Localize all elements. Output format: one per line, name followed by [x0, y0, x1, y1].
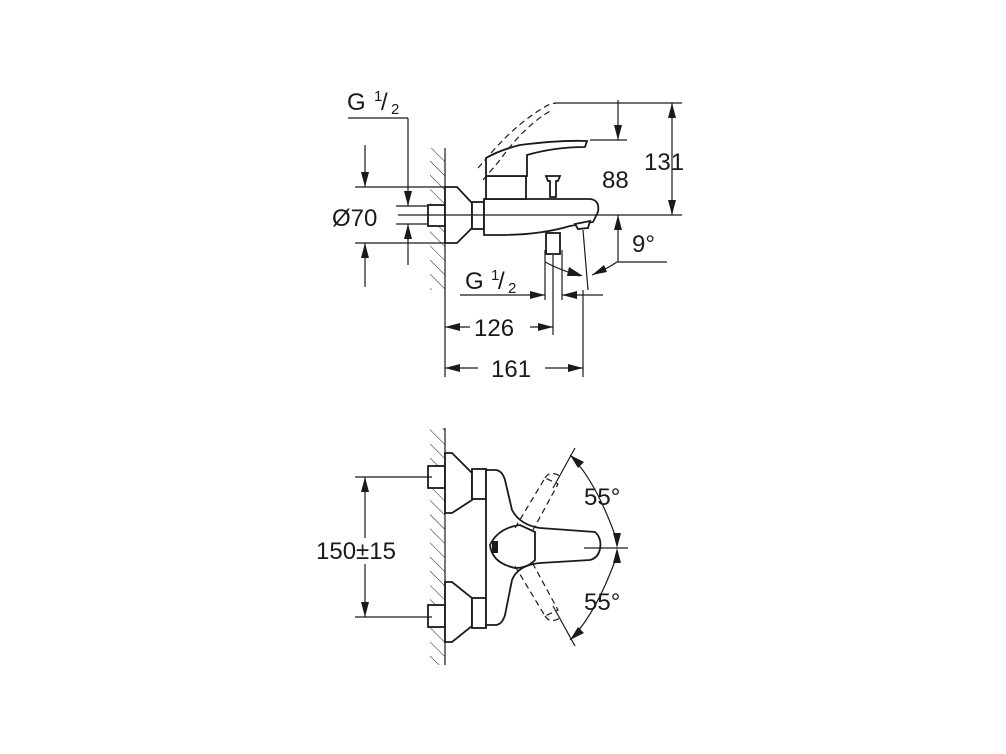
arrow-icon: [570, 627, 584, 640]
lever-hub: [489, 524, 536, 569]
arrow-icon: [613, 548, 621, 563]
arrow-icon: [567, 267, 583, 276]
thread-numerator: 1: [491, 267, 499, 284]
side-view: Ø70 G 1 / 2 88 131 9°: [332, 88, 684, 383]
arrow-icon: [404, 191, 412, 206]
spout-angle-label: 9°: [632, 231, 655, 258]
angle-ext-line: [552, 447, 576, 489]
arrow-icon: [568, 364, 583, 372]
shower-outlet: [545, 232, 561, 255]
lever-up-outline: [514, 477, 559, 531]
arrow-icon: [613, 533, 621, 548]
angle-up-label: 55°: [584, 484, 620, 511]
front-view: 55° 55° 150±15: [316, 428, 628, 665]
arrow-icon: [668, 200, 676, 215]
arrow-icon: [404, 224, 412, 239]
wall-hatch: [430, 428, 445, 665]
lever: [485, 139, 589, 177]
cartridge-housing: [485, 175, 527, 200]
thread-denominator: 2: [508, 280, 516, 297]
arrow-icon: [614, 215, 622, 230]
arrow-icon: [361, 602, 369, 617]
aerator: [573, 219, 592, 230]
connection-spacing-label: 150±15: [316, 538, 396, 565]
escutcheon-top: [444, 452, 473, 514]
hex-nut-top: [471, 468, 487, 500]
thread-numerator: 1: [374, 88, 382, 105]
thread-size-top: G 1 / 2: [347, 88, 399, 118]
arrow-icon: [668, 103, 676, 118]
total-height-label: 131: [644, 149, 684, 176]
lever-raised-outline-2: [482, 109, 553, 181]
angle-down-label: 55°: [584, 589, 620, 616]
label-bg: [316, 538, 411, 564]
diameter-label: Ø70: [332, 205, 377, 232]
lever-down-outline: [514, 563, 559, 617]
outlet-distance-label: 126: [474, 315, 514, 342]
arrow-icon: [445, 364, 460, 372]
arrow-icon: [361, 243, 369, 258]
arrow-icon: [361, 477, 369, 492]
arrow-icon: [592, 265, 607, 275]
lever-down-outline-tip: [544, 615, 561, 622]
angle-ext-line: [582, 229, 589, 291]
arrow-icon: [614, 125, 622, 140]
arrow-icon: [562, 291, 577, 299]
arrow-icon: [361, 172, 369, 187]
fraction-slash: /: [381, 89, 388, 116]
spout-length-label: 161: [491, 356, 531, 383]
lever-up-outline-tip: [544, 472, 561, 479]
thread-size-outlet: G 1 / 2: [465, 267, 516, 297]
thread-letter: G: [347, 89, 366, 116]
hex-nut-bottom: [471, 597, 487, 629]
escutcheon-bottom: [444, 581, 473, 643]
thread-denominator: 2: [391, 101, 399, 118]
arrow-icon: [530, 291, 545, 299]
angle-ext-line: [552, 605, 576, 647]
diverter-knob: [544, 175, 562, 198]
arrow-icon: [538, 323, 553, 331]
mixer-body-lever: [485, 469, 602, 626]
lever-height-label: 88: [602, 167, 629, 194]
spout-body: [483, 198, 600, 236]
fraction-slash: /: [498, 268, 505, 295]
lever-raised-outline: [477, 102, 557, 169]
wall-connector-bottom: [427, 604, 446, 628]
arrow-icon: [445, 323, 460, 331]
indicator-icon: [492, 541, 498, 553]
arrow-icon: [570, 455, 584, 468]
thread-letter: G: [465, 268, 484, 295]
